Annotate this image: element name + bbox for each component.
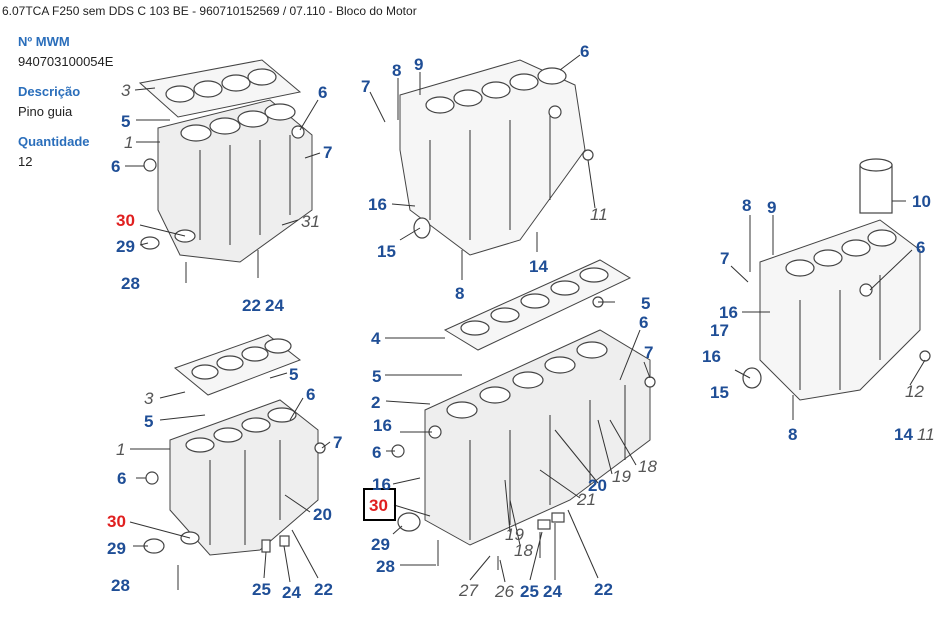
callout: 6: [916, 238, 925, 257]
callout: 26: [494, 582, 514, 601]
callout: 7: [361, 77, 370, 96]
callout: 8: [788, 425, 797, 444]
callout: 3: [121, 81, 131, 100]
mwm-number-label: Nº MWM: [18, 34, 70, 49]
callouts-top-middle: 7 8 9 6 16 15 11 14 8: [361, 42, 608, 303]
callout: 16: [702, 347, 721, 366]
callout-selected: 30: [116, 211, 135, 230]
callout: 24: [543, 582, 562, 601]
callout: 9: [767, 198, 776, 217]
callout: 8: [392, 61, 401, 80]
callout: 25: [520, 582, 539, 601]
callout: 28: [121, 274, 140, 293]
callout: 16: [719, 303, 738, 322]
callout: 22: [314, 580, 333, 599]
engine-view-top-right: [742, 158, 931, 401]
page-title: 6.07TCA F250 sem DDS C 103 BE - 96071015…: [2, 4, 417, 18]
engine-view-top-left: [138, 59, 313, 283]
callout: 16: [368, 195, 387, 214]
callout: 11: [917, 425, 935, 444]
callout: 29: [107, 539, 126, 558]
description-label: Descrição: [18, 84, 81, 99]
callout: 16: [373, 416, 392, 435]
callout: 31: [301, 212, 320, 231]
callout: 1: [124, 133, 133, 152]
callout: 6: [318, 83, 327, 102]
callout: 5: [372, 367, 381, 386]
callout: 4: [371, 329, 381, 348]
callout: 5: [144, 412, 153, 431]
callout: 6: [639, 313, 648, 332]
callout: 19: [612, 467, 631, 486]
callout: 24: [265, 296, 284, 315]
callouts-bottom-middle: 4 5 5 6 7 2 16 6 16 30 29 28 19 18 20 21…: [369, 294, 657, 601]
callout: 8: [455, 284, 464, 303]
callouts-top-left: 3 5 1 6 6 7 30 29 28 22 24 31: [111, 81, 332, 315]
callout: 22: [594, 580, 613, 599]
mwm-number-value: 940703100054E: [18, 54, 114, 69]
quantity-value: 12: [18, 154, 33, 169]
callout: 7: [720, 249, 729, 268]
engine-view-top-middle: [399, 59, 594, 280]
callout: 27: [458, 581, 478, 600]
callout: 25: [252, 580, 271, 599]
callout: 14: [529, 257, 548, 276]
callout: 5: [289, 365, 298, 384]
callout: 6: [111, 157, 120, 176]
callout: 20: [588, 476, 607, 495]
callout: 16: [372, 475, 391, 494]
callout-selected: 30: [369, 496, 388, 515]
callout: 5: [641, 294, 650, 313]
callout: 22: [242, 296, 261, 315]
callout: 6: [372, 443, 381, 462]
callout-selected: 30: [107, 512, 126, 531]
callout: 28: [376, 557, 395, 576]
callout: 7: [323, 143, 332, 162]
callout: 18: [514, 541, 533, 560]
callout: 6: [117, 469, 126, 488]
quantity-label: Quantidade: [18, 134, 90, 149]
callout: 8: [742, 196, 751, 215]
callout: 24: [282, 583, 301, 602]
callout: 21: [576, 490, 596, 509]
callout: 15: [377, 242, 396, 261]
callout: 12: [905, 382, 924, 401]
callout: 29: [116, 237, 135, 256]
engine-view-bottom-middle: [391, 259, 656, 570]
callout: 7: [644, 343, 653, 362]
leader-lines: [125, 54, 926, 583]
callout: 9: [414, 55, 423, 74]
callout: 17: [710, 321, 729, 340]
callout: 15: [710, 383, 729, 402]
callout: 28: [111, 576, 130, 595]
callouts-top-right: 8 9 10 7 6 16 17 16 15 12 8 14 11: [702, 192, 935, 444]
callout: 20: [313, 505, 332, 524]
callout: 6: [580, 42, 589, 61]
callout: 14: [894, 425, 913, 444]
callout: 19: [505, 525, 524, 544]
callout: 3: [144, 389, 154, 408]
callout: 1: [116, 440, 125, 459]
callout: 6: [306, 385, 315, 404]
callout: 29: [371, 535, 390, 554]
callout: 10: [912, 192, 931, 211]
description-value: Pino guia: [18, 104, 73, 119]
callouts-bottom-left: 3 5 5 1 6 30 29 28 6 7 20 25 24 22: [107, 365, 342, 602]
callout: 2: [371, 393, 380, 412]
callout: 7: [333, 433, 342, 452]
selected-part-highlight: [363, 488, 396, 521]
callout: 11: [590, 205, 608, 224]
callout: 18: [638, 457, 657, 476]
callout: 5: [121, 112, 130, 131]
